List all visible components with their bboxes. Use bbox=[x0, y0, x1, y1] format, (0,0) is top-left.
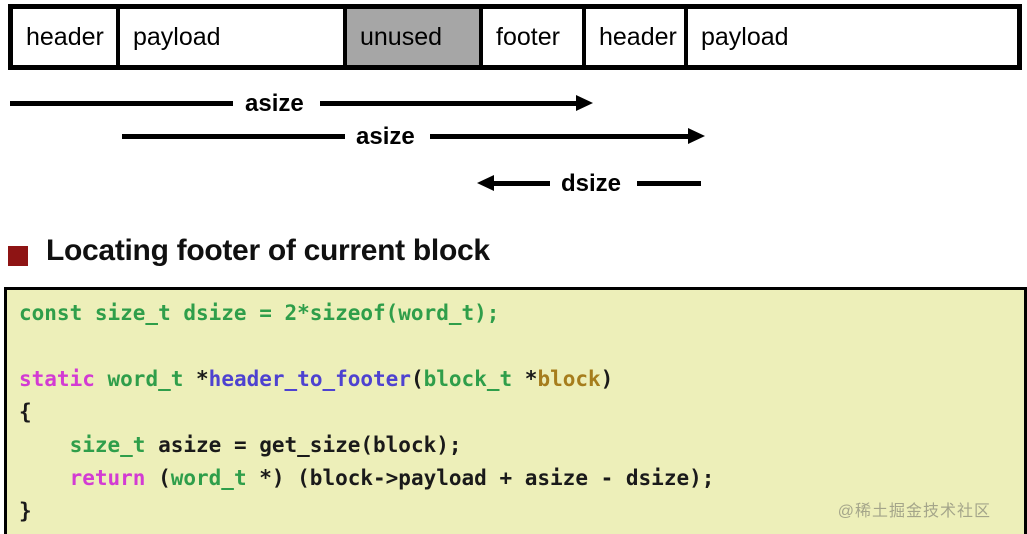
block-cell-label: payload bbox=[701, 22, 789, 51]
code-line: { bbox=[19, 400, 32, 424]
code-line: static word_t *header_to_footer(block_t … bbox=[19, 367, 614, 391]
block-cell-label: header bbox=[599, 22, 677, 51]
code-lines: const size_t dsize = 2*sizeof(word_t); s… bbox=[19, 297, 1024, 528]
left-arrowhead-icon bbox=[477, 175, 494, 191]
block-cell-unused: unused bbox=[347, 9, 483, 65]
asize-arrow-1-line-right bbox=[320, 101, 576, 106]
block-cell-label: payload bbox=[133, 22, 221, 51]
right-arrowhead-icon bbox=[576, 95, 593, 111]
asize-arrow-2-label: asize bbox=[356, 123, 415, 150]
bullet-square-icon bbox=[8, 246, 28, 266]
block-cell-label: footer bbox=[496, 22, 560, 51]
block-cell-payload-1: payload bbox=[120, 9, 347, 65]
watermark-text: @稀土掘金技术社区 bbox=[837, 503, 991, 520]
code-line: const size_t dsize = 2*sizeof(word_t); bbox=[19, 301, 500, 325]
memory-block-diagram: header payload unused footer header payl… bbox=[8, 4, 1022, 70]
block-cell-label: header bbox=[26, 22, 104, 51]
code-block: const size_t dsize = 2*sizeof(word_t); s… bbox=[4, 287, 1027, 534]
block-cell-header-1: header bbox=[13, 9, 120, 65]
slide-heading: Locating footer of current block bbox=[8, 234, 490, 268]
asize-arrow-2-line-right bbox=[430, 134, 688, 139]
block-cell-header-2: header bbox=[586, 9, 688, 65]
asize-arrow-1-label: asize bbox=[245, 90, 304, 117]
heading-text: Locating footer of current block bbox=[46, 234, 490, 267]
dsize-arrow-label: dsize bbox=[561, 170, 622, 197]
code-line: return (word_t *) (block->payload + asiz… bbox=[69, 466, 715, 490]
dsize-arrow-line-right bbox=[637, 181, 701, 186]
code-line: } bbox=[19, 499, 32, 523]
code-line: size_t asize = get_size(block); bbox=[69, 433, 462, 457]
block-cell-payload-2: payload bbox=[688, 9, 1017, 65]
right-arrowhead-icon bbox=[688, 128, 705, 144]
asize-arrow-2-line-left bbox=[122, 134, 345, 139]
asize-arrow-1-line-left bbox=[10, 101, 233, 106]
block-cell-footer: footer bbox=[483, 9, 586, 65]
code-line bbox=[19, 330, 1024, 363]
block-cell-label: unused bbox=[360, 22, 443, 51]
dsize-arrow-line-left bbox=[493, 181, 550, 186]
